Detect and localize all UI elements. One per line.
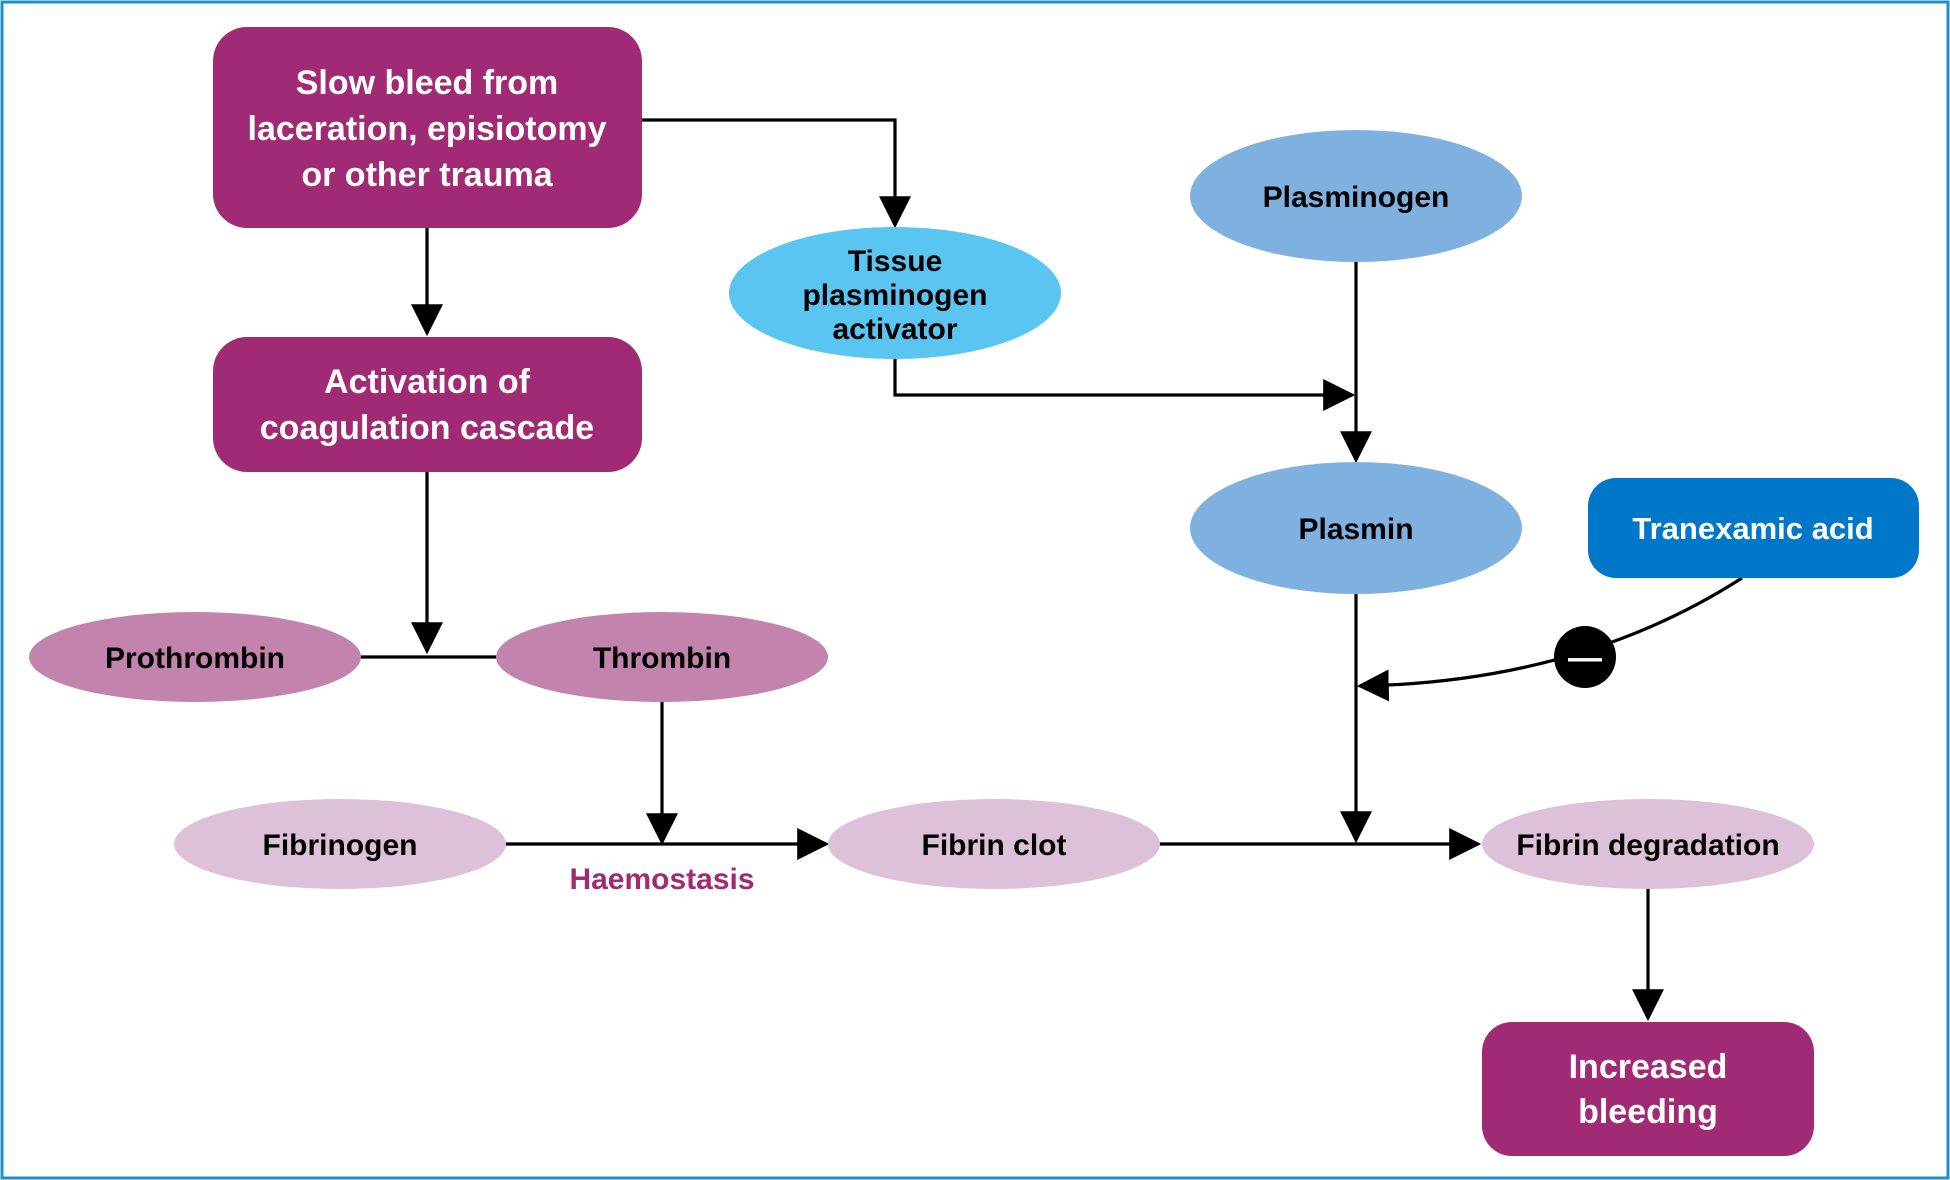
prothrombin-label: Prothrombin	[105, 642, 285, 675]
node-activation: Activation of coagulation cascade	[213, 337, 642, 472]
fibrin-clot-ellipse	[828, 799, 1160, 889]
prothrombin-ellipse	[29, 612, 361, 702]
tpa-ellipse	[729, 227, 1061, 359]
activation-box	[213, 337, 642, 472]
slow-bleed-line-1: Slow bleed from	[296, 64, 559, 102]
activation-line-2: coagulation cascade	[260, 409, 594, 447]
node-fibrin-clot: Fibrin clot	[828, 799, 1160, 889]
edge-tpa-to-plasmin-line	[893, 359, 1356, 411]
fibrin-degradation-label: Fibrin degradation	[1516, 829, 1779, 862]
activation-label: Activation of coagulation cascade	[260, 363, 594, 447]
node-plasminogen: Plasminogen	[1190, 130, 1522, 262]
fibrinogen-ellipse	[174, 799, 506, 889]
node-plasmin: Plasmin	[1190, 462, 1522, 594]
edge-bleed-to-tpa	[642, 118, 911, 229]
slow-bleed-line-3: or other trauma	[301, 156, 553, 194]
plasmin-label: Plasmin	[1298, 513, 1413, 546]
increased-bleeding-line-1: Increased	[1569, 1048, 1728, 1086]
slow-bleed-line-2: laceration, episiotomy	[248, 110, 607, 148]
increased-bleeding-line-2: bleeding	[1578, 1093, 1718, 1131]
inhibition-circle	[1554, 626, 1616, 688]
plasminogen-ellipse	[1190, 130, 1522, 262]
inhibition-symbol: —	[1568, 639, 1602, 677]
fibrin-clot-label: Fibrin clot	[922, 829, 1067, 862]
slow-bleed-box	[213, 27, 642, 228]
plasmin-ellipse	[1190, 462, 1522, 594]
fibrinogen-label: Fibrinogen	[263, 829, 418, 862]
tpa-line-1: Tissue	[848, 245, 943, 278]
plasminogen-label: Plasminogen	[1263, 181, 1450, 214]
edge-tranexamic-inhibition	[1356, 576, 1743, 702]
tpa-line-2: plasminogen	[802, 279, 987, 312]
node-prothrombin: Prothrombin	[29, 612, 361, 702]
activation-line-1: Activation of	[324, 363, 531, 401]
node-slow-bleed: Slow bleed from laceration, episiotomy or …	[213, 27, 642, 228]
inhibition-marker: —	[1554, 626, 1616, 688]
edges	[360, 118, 1743, 1022]
increased-bleeding-label: Increased bleeding	[1569, 1048, 1728, 1131]
node-fibrinogen: Fibrinogen	[174, 799, 506, 889]
thrombin-label: Thrombin	[593, 642, 731, 675]
thrombin-ellipse	[496, 612, 828, 702]
node-tranexamic-acid: Tranexamic acid	[1588, 478, 1919, 578]
slow-bleed-label: Slow bleed from laceration, episiotomy or …	[248, 64, 607, 194]
tranexamic-box	[1588, 478, 1919, 578]
node-fibrin-degradation: Fibrin degradation	[1482, 799, 1814, 889]
increased-bleeding-box	[1482, 1022, 1814, 1156]
haemostasis-label: Haemostasis	[569, 863, 754, 896]
tranexamic-label: Tranexamic acid	[1632, 511, 1873, 546]
tpa-line-3: activator	[832, 313, 957, 346]
node-increased-bleeding: Increased bleeding	[1482, 1022, 1814, 1156]
fibrin-degradation-ellipse	[1482, 799, 1814, 889]
node-thrombin: Thrombin	[496, 612, 828, 702]
